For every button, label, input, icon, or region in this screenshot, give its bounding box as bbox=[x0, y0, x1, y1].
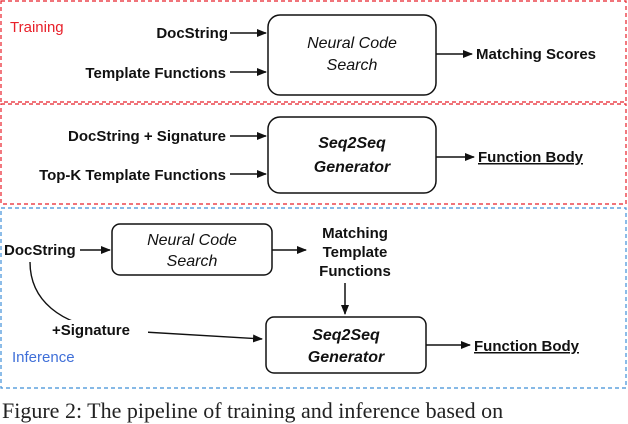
middle-section bbox=[0, 103, 627, 205]
training-title: Training bbox=[10, 19, 64, 36]
inference-matching-line1: Matching bbox=[322, 225, 388, 242]
inference-seq2seq-line1: Seq2Seq bbox=[312, 327, 380, 344]
middle-seq2seq-line1: Seq2Seq bbox=[318, 135, 386, 152]
middle-docstring-signature-label: DocString + Signature bbox=[68, 128, 226, 145]
inference-title: Inference bbox=[12, 349, 75, 366]
middle-topk-templates-label: Top-K Template Functions bbox=[39, 167, 226, 184]
inference-matching-line3: Functions bbox=[319, 263, 391, 280]
training-template-functions-label: Template Functions bbox=[85, 65, 226, 82]
inference-ncs-line1: Neural Code bbox=[147, 232, 237, 249]
inference-docstring-label: DocString bbox=[4, 242, 76, 259]
training-matching-scores: Matching Scores bbox=[476, 46, 596, 63]
inference-function-body: Function Body bbox=[474, 338, 580, 355]
training-ncs-line1: Neural Code bbox=[307, 35, 397, 52]
middle-function-body: Function Body bbox=[478, 149, 584, 166]
inference-ncs-line2: Search bbox=[167, 253, 218, 270]
pipeline-diagram: Training DocString Template Functions Ne… bbox=[0, 0, 627, 389]
inference-seq2seq-line2: Generator bbox=[308, 349, 385, 366]
inference-signature-label-bg bbox=[50, 320, 148, 340]
middle-seq2seq-line2: Generator bbox=[314, 159, 391, 176]
training-docstring-label: DocString bbox=[156, 25, 228, 42]
inference-signature-label: +Signature bbox=[52, 322, 130, 339]
training-ncs-box bbox=[267, 14, 437, 96]
inference-section bbox=[0, 207, 627, 389]
figure-caption: Figure 2: The pipeline of training and i… bbox=[2, 398, 504, 423]
middle-seq2seq-box bbox=[267, 116, 437, 194]
inference-matching-line2: Template bbox=[323, 244, 388, 261]
training-ncs-line2: Search bbox=[327, 57, 378, 74]
training-section bbox=[0, 0, 627, 103]
